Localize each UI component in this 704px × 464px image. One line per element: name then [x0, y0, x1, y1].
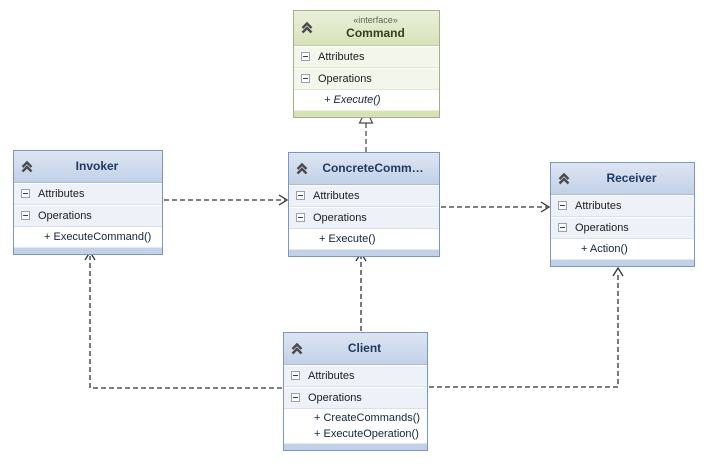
attributes-section[interactable]: Attributes	[289, 185, 439, 207]
class-title: Receiver	[606, 171, 657, 185]
dependency-invoker-to-concretecommand[interactable]	[164, 194, 289, 206]
collapse-chevron-icon[interactable]	[300, 21, 314, 35]
operations-label: Operations	[575, 222, 629, 234]
operation-item[interactable]: + Action()	[551, 239, 694, 259]
class-receiver-header: Receiver	[551, 163, 694, 195]
dependency-client-to-invoker[interactable]	[84, 250, 282, 389]
collapse-minus-icon[interactable]	[301, 52, 310, 61]
operation-item[interactable]: + ExecuteOperation()	[284, 426, 427, 443]
collapse-minus-icon[interactable]	[296, 213, 305, 222]
class-title: Invoker	[75, 159, 119, 173]
attributes-label: Attributes	[575, 200, 622, 212]
class-title: Client	[347, 341, 382, 355]
attributes-section[interactable]: Attributes	[551, 195, 694, 217]
class-title: Command	[346, 26, 405, 40]
collapse-minus-icon[interactable]	[291, 371, 300, 380]
collapse-minus-icon[interactable]	[296, 191, 305, 200]
collapse-chevron-icon[interactable]	[290, 342, 304, 356]
stereotype-label: «interface»	[353, 15, 398, 25]
class-footer-strip	[551, 259, 694, 266]
class-invoker-header: Invoker	[14, 151, 162, 183]
collapse-minus-icon[interactable]	[21, 189, 30, 198]
collapse-minus-icon[interactable]	[558, 223, 567, 232]
operations-section[interactable]: Operations	[294, 68, 439, 90]
operations-section[interactable]: Operations	[551, 217, 694, 239]
attributes-label: Attributes	[313, 190, 360, 202]
attributes-section[interactable]: Attributes	[294, 46, 439, 68]
class-footer-strip	[294, 110, 439, 117]
class-command[interactable]: «interface» Command Attributes Operation…	[293, 10, 440, 118]
attributes-section[interactable]: Attributes	[284, 365, 427, 387]
class-concrete-command-header: ConcreteComm…	[289, 153, 439, 185]
operation-item[interactable]: + ExecuteCommand()	[14, 227, 162, 247]
operations-section[interactable]: Operations	[289, 207, 439, 229]
operation-item[interactable]: + Execute()	[294, 90, 439, 110]
operation-item[interactable]: + CreateCommands()	[284, 409, 427, 426]
collapse-minus-icon[interactable]	[558, 201, 567, 210]
class-footer-strip	[14, 247, 162, 254]
collapse-chevron-icon[interactable]	[295, 162, 309, 176]
collapse-minus-icon[interactable]	[291, 393, 300, 402]
class-concrete-command[interactable]: ConcreteComm… Attributes Operations + Ex…	[288, 152, 440, 257]
attributes-label: Attributes	[308, 370, 355, 382]
dependency-client-to-concretecommand[interactable]	[355, 251, 367, 331]
operations-label: Operations	[318, 73, 372, 85]
class-footer-strip	[284, 443, 427, 450]
operations-label: Operations	[38, 210, 92, 222]
class-footer-strip	[289, 249, 439, 256]
operations-label: Operations	[308, 392, 362, 404]
operations-section[interactable]: Operations	[284, 387, 427, 409]
dependency-client-to-receiver[interactable]	[429, 266, 624, 388]
collapse-minus-icon[interactable]	[21, 211, 30, 220]
class-title: ConcreteComm…	[322, 161, 424, 175]
collapse-minus-icon[interactable]	[301, 74, 310, 83]
collapse-chevron-icon[interactable]	[557, 172, 571, 186]
attributes-label: Attributes	[318, 51, 365, 63]
operations-label: Operations	[313, 212, 367, 224]
attributes-label: Attributes	[38, 188, 85, 200]
operations-section[interactable]: Operations	[14, 205, 162, 227]
class-command-header: «interface» Command	[294, 11, 439, 46]
class-invoker[interactable]: Invoker Attributes Operations + ExecuteC…	[13, 150, 163, 255]
attributes-section[interactable]: Attributes	[14, 183, 162, 205]
collapse-chevron-icon[interactable]	[20, 160, 34, 174]
class-client-header: Client	[284, 333, 427, 365]
class-receiver[interactable]: Receiver Attributes Operations + Action(…	[550, 162, 695, 267]
operation-item[interactable]: + Execute()	[289, 229, 439, 249]
class-client[interactable]: Client Attributes Operations + CreateCom…	[283, 332, 428, 451]
dependency-concretecommand-to-receiver[interactable]	[441, 201, 551, 213]
